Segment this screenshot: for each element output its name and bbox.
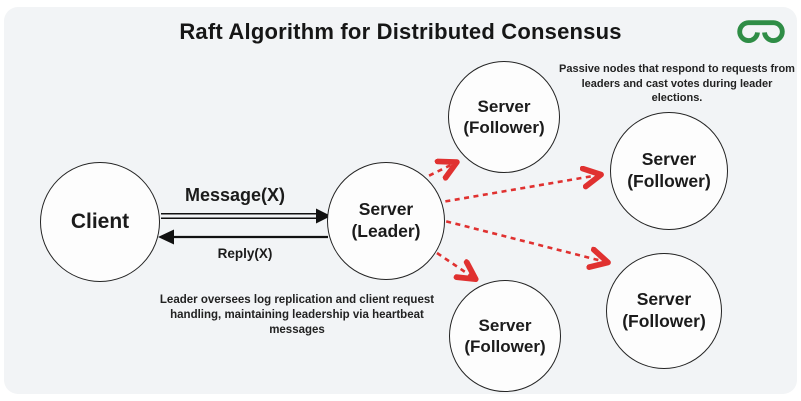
followers-note: Passive nodes that respond to requests f…: [559, 63, 795, 105]
node-follower-label-line1: Server: [477, 96, 531, 116]
node-server-follower-right: Server (Follower): [610, 112, 728, 230]
node-follower-label-line1: Server: [641, 149, 697, 170]
node-server-follower-bottom-right: Server (Follower): [606, 253, 722, 369]
geeksforgeeks-logo-icon: [737, 20, 785, 43]
message-arrow: [161, 208, 331, 224]
node-leader-label-line2: (Leader): [351, 221, 421, 241]
node-follower-label-line2: (Follower): [622, 311, 706, 331]
node-follower-label-line2: (Follower): [463, 118, 545, 137]
heartbeat-arrow-top: [411, 163, 455, 186]
node-client-label: Client: [70, 209, 130, 233]
node-server-follower-top: Server (Follower): [448, 61, 560, 173]
node-follower-label-line1: Server: [636, 289, 692, 310]
node-follower-label-line2: (Follower): [464, 337, 546, 356]
node-leader-label-line1: Server: [358, 199, 414, 220]
message-arrow-label: Message(X): [184, 185, 286, 205]
page-title: Raft Algorithm for Distributed Consensus: [179, 19, 622, 44]
heartbeat-arrow-bottom: [436, 251, 474, 278]
node-client: Client: [40, 162, 160, 282]
node-follower-label-line2: (Follower): [627, 171, 711, 191]
reply-arrow: [158, 229, 328, 245]
node-server-follower-bottom-center: Server (Follower): [449, 280, 561, 392]
heartbeat-arrow-bottom-right: [436, 217, 606, 262]
node-follower-label-line1: Server: [478, 315, 532, 335]
heartbeat-arrow-right: [435, 175, 599, 205]
leader-note: Leader oversees log replication and clie…: [159, 294, 435, 337]
reply-arrow-label: Reply(X): [217, 246, 273, 261]
node-server-leader: Server (Leader): [327, 162, 445, 280]
